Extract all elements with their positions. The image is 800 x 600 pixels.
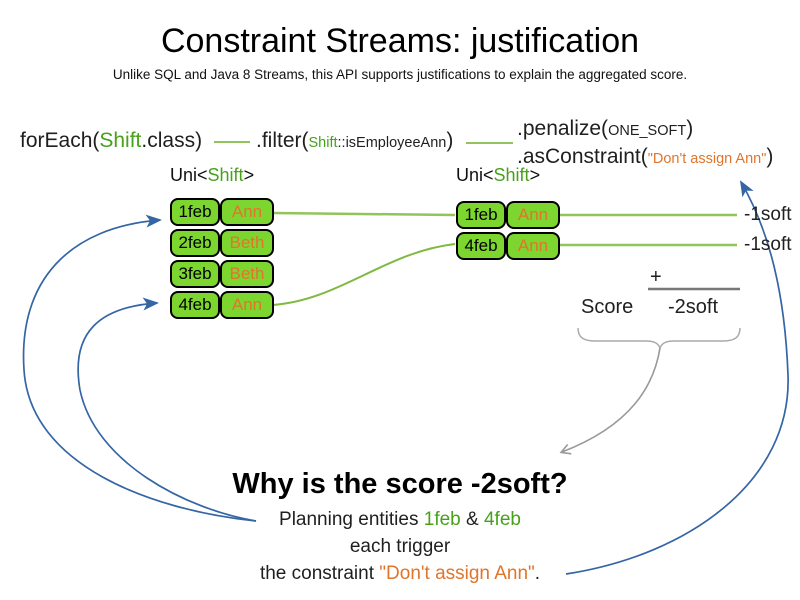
table-row: 4feb Ann <box>170 291 274 319</box>
code-penalize-arg: ONE_SOFT <box>608 123 687 139</box>
code-asconstraint-suffix: ) <box>766 145 774 168</box>
uni-label-prefix: Uni< <box>456 165 494 185</box>
uni-shift-label-left: Uni<Shift> <box>170 165 254 186</box>
expl-line3-prefix: the constraint <box>259 563 380 584</box>
code-filter: .filter(Shift::isEmployeeAnn) <box>256 129 453 153</box>
table-row: 1feb Ann <box>170 198 274 226</box>
uni-shift-label-right: Uni<Shift> <box>456 165 540 186</box>
cell-employee: Ann <box>220 291 274 319</box>
shift-table-left: 1feb Ann 2feb Beth 3feb Beth 4feb Ann <box>170 198 274 319</box>
explanation-line-2: each trigger <box>349 536 451 557</box>
explanation-line-3: the constraint "Don't assign Ann". <box>0 563 800 585</box>
uni-label-prefix: Uni< <box>170 165 208 185</box>
code-asconstraint-arg: "Don't assign Ann" <box>647 151 767 167</box>
cell-employee: Ann <box>506 232 560 260</box>
expl-line1-prefix: Planning entities <box>279 509 424 530</box>
match-score-1: -1soft <box>744 204 792 225</box>
cell-employee: Beth <box>220 229 274 257</box>
expl-line1-amp: & <box>460 509 484 530</box>
uni-label-type: Shift <box>493 165 530 185</box>
table-row: 2feb Beth <box>170 229 274 257</box>
expl-entity-4feb: 4feb <box>483 509 521 530</box>
page-subtitle: Unlike SQL and Java 8 Streams, this API … <box>112 67 688 82</box>
cell-employee: Ann <box>506 201 560 229</box>
connector-4feb-curve <box>272 243 456 306</box>
code-filter-class: Shift <box>308 135 338 151</box>
table-row: 1feb Ann <box>456 201 560 229</box>
cell-date: 3feb <box>170 260 220 288</box>
code-foreach: forEach(Shift.class) <box>20 129 202 153</box>
uni-label-suffix: > <box>529 165 541 185</box>
code-foreach-suffix: .class) <box>141 129 203 152</box>
expl-line3-suffix: . <box>534 563 541 584</box>
cell-employee: Ann <box>220 198 274 226</box>
cell-date: 1feb <box>170 198 220 226</box>
code-filter-method: ::isEmployeeAnn <box>337 135 447 151</box>
brace-to-heading-arrow <box>559 347 661 455</box>
cell-date: 2feb <box>170 229 220 257</box>
expl-entity-1feb: 1feb <box>423 509 461 530</box>
code-foreach-prefix: forEach( <box>20 129 100 152</box>
arrow-to-1feb <box>22 214 257 522</box>
code-filter-prefix: .filter( <box>256 129 309 152</box>
match-score-2: -1soft <box>744 234 792 255</box>
explanation-line-1: Planning entities 1feb & 4feb <box>0 509 800 531</box>
table-row: 3feb Beth <box>170 260 274 288</box>
code-asconstraint: .asConstraint("Don't assign Ann") <box>517 144 773 172</box>
code-asconstraint-prefix: .asConstraint( <box>517 145 648 168</box>
table-row: 4feb Ann <box>456 232 560 260</box>
cell-date: 4feb <box>170 291 220 319</box>
uni-label-type: Shift <box>207 165 244 185</box>
code-filter-suffix: ) <box>446 129 454 152</box>
code-penalize: .penalize(ONE_SOFT) <box>517 116 773 144</box>
explanation-heading: Why is the score -2soft? <box>232 468 568 500</box>
score-label: Score <box>581 296 634 318</box>
connector-1feb-line <box>272 211 456 217</box>
cell-date: 1feb <box>456 201 506 229</box>
page-title: Constraint Streams: justification <box>160 22 640 60</box>
arrow-to-constraint <box>565 180 789 575</box>
code-penalize-suffix: ) <box>686 117 694 140</box>
plus-sign: + <box>650 266 662 288</box>
shift-table-right: 1feb Ann 4feb Ann <box>456 201 560 260</box>
score-total: -2soft <box>668 296 719 318</box>
code-penalize-prefix: .penalize( <box>517 117 609 140</box>
score-brace <box>577 327 741 351</box>
arrow-to-4feb <box>77 297 257 522</box>
cell-employee: Beth <box>220 260 274 288</box>
uni-label-suffix: > <box>243 165 255 185</box>
code-foreach-class: Shift <box>99 129 142 152</box>
cell-date: 4feb <box>456 232 506 260</box>
code-penalize-block: .penalize(ONE_SOFT) .asConstraint("Don't… <box>517 116 773 172</box>
expl-constraint-name: "Don't assign Ann" <box>379 563 535 584</box>
